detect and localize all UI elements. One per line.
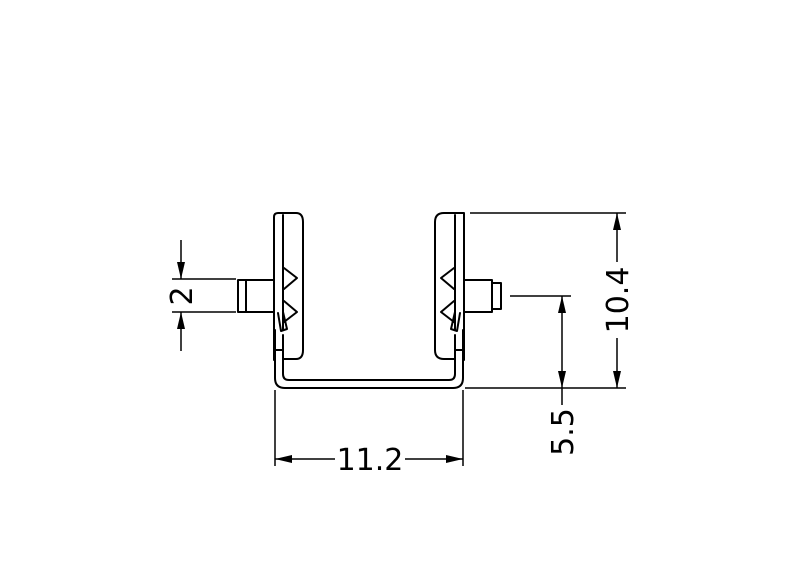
right-clip [434,212,502,361]
dimension-pin-height: 2 [165,240,236,351]
dimension-overall-width: 11.2 [274,390,464,478]
dimension-pin-center-height: 5.5 [510,295,581,456]
dimension-label-2: 2 [165,286,200,305]
dimension-label-5-5: 5.5 [546,408,581,456]
dimension-overall-height: 10.4 [465,212,636,389]
dimension-label-11-2: 11.2 [337,443,404,478]
left-clip [237,212,304,361]
left-pin [237,279,275,313]
dimension-label-10-4: 10.4 [601,267,636,334]
right-pin [463,279,493,313]
u-base [274,329,464,389]
